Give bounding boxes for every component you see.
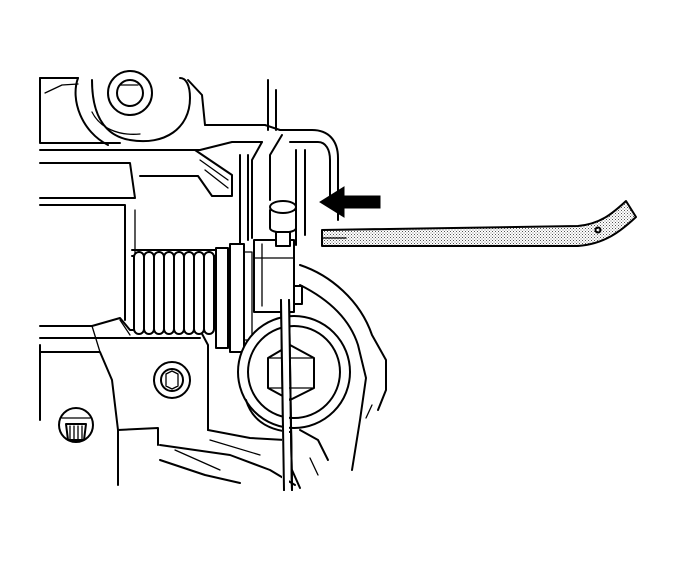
upper-round-boss [74, 70, 206, 146]
coil-spring [131, 249, 221, 335]
small-pin-cap [269, 200, 297, 247]
adjuster-nut [237, 315, 351, 433]
flat-blade-tool [321, 200, 637, 247]
tension-rod-front [280, 299, 293, 491]
direction-arrow [319, 186, 381, 218]
housing-frame [39, 77, 387, 489]
spring-retainer-plate [215, 243, 253, 353]
hex-socket-plug [153, 361, 191, 399]
star-washer [58, 407, 94, 443]
sliding-block [253, 239, 303, 313]
